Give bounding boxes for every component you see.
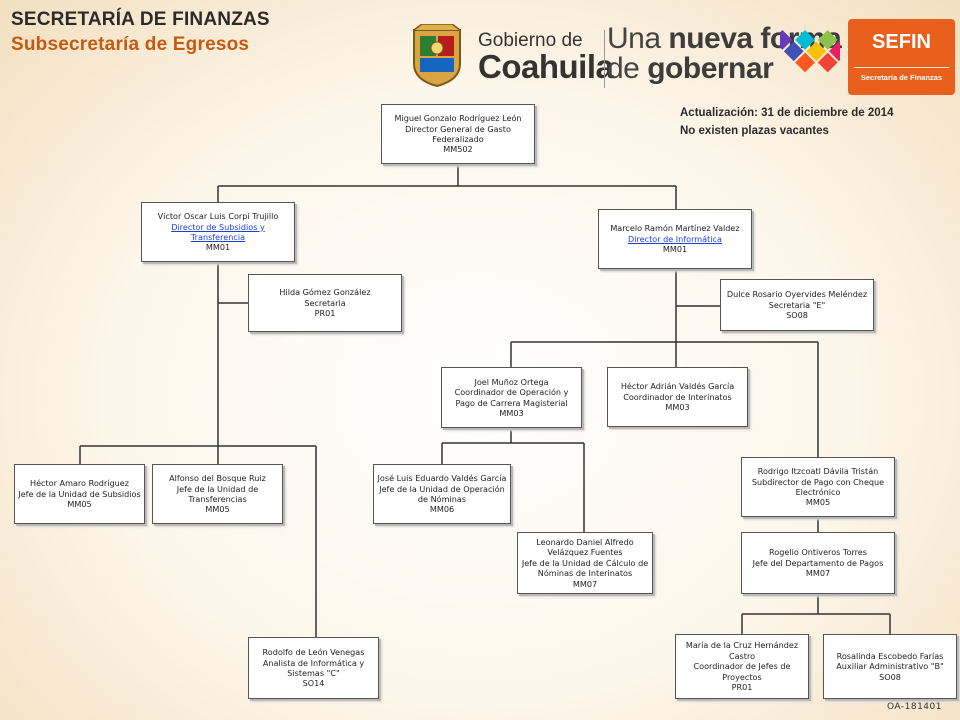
org-node-auxiliar: Rosalinda Escobedo Farías Auxiliar Admin… (823, 634, 957, 699)
node-name: María de la Cruz Hernández Castro (685, 640, 799, 661)
node-name: Rogelio Ontiveros Torres (769, 547, 867, 558)
node-name: Víctor Oscar Luis Corpi Trujillo (157, 211, 279, 222)
sefin-logo-subtitle: Secretaría de Finanzas (860, 73, 943, 82)
node-name: Rodolfo de León Venegas (262, 647, 365, 658)
node-name: Rodrigo Itzcoatl Dávila Tristán (757, 466, 879, 477)
node-title: Jefe de la Unidad de Transferencias (176, 483, 259, 504)
page-subtitle: Subsecretaría de Egresos (11, 34, 250, 55)
node-title: Jefe del Departamento de Pagos (752, 557, 884, 568)
update-date: Actualización: 31 de diciembre de 2014 (680, 107, 894, 119)
node-code: MM06 (429, 504, 455, 515)
org-node-jefe-subsidios: Héctor Amaro Rodríguez Jefe de la Unidad… (14, 464, 145, 524)
node-code: MM07 (572, 578, 598, 589)
vacancy-note: No existen plazas vacantes (680, 125, 829, 137)
sefin-logo-title: SEFIN (872, 31, 931, 53)
node-title: Jefe de la Unidad de Cálculo de Nóminas … (521, 557, 649, 579)
node-name: Dulce Rosario Oyervides Meléndez (726, 289, 868, 300)
node-name: Miguel Gonzalo Rodríguez León (394, 113, 522, 124)
sefin-logo-divider (854, 67, 949, 68)
org-node-jefe-pagos: Rogelio Ontiveros Torres Jefe del Depart… (741, 532, 895, 594)
node-code: MM502 (443, 144, 473, 155)
update-note: Actualización: 31 de diciembre de 2014 N… (680, 104, 893, 140)
org-node-coord-operacion: Joel Muñoz Ortega Coordinador de Operaci… (441, 367, 582, 428)
node-code: MM05 (805, 497, 831, 508)
org-node-jefe-calculo: Leonardo Daniel Alfredo Velázquez Fuente… (517, 532, 653, 594)
org-node-director-informatica: Marcelo Ramón Martínez Valdez Director d… (598, 209, 752, 269)
node-title: Analista de Informática y Sistemas "C" (262, 657, 365, 678)
org-node-secretaria-dulce: Dulce Rosario Oyervides Meléndez Secreta… (720, 279, 874, 331)
node-name: Rosalinda Escobedo Farías (836, 650, 944, 661)
org-node-jefe-transferencias: Alfonso del Bosque Ruiz Jefe de la Unida… (152, 464, 283, 524)
node-title: Subdirector de Pago con Cheque Electróni… (751, 476, 885, 497)
node-code: MM01 (662, 244, 688, 255)
node-code: MM01 (205, 242, 231, 253)
node-title: Secretaria (304, 297, 346, 308)
org-node-jefe-nominas: José Luis Eduardo Valdés García Jefe de … (373, 464, 511, 524)
org-node-subdirector-pago: Rodrigo Itzcoatl Dávila Tristán Subdirec… (741, 457, 895, 517)
document-code: OA-181401 (887, 702, 942, 712)
node-name: José Luis Eduardo Valdés García (377, 473, 507, 484)
node-code: MM07 (805, 568, 831, 579)
node-title: Coordinador de Jefes de Proyectos (693, 661, 791, 682)
node-title: Coordinador de Interinatos (623, 391, 732, 402)
node-title: Secretaria "E" (768, 299, 826, 310)
node-code: PR01 (314, 308, 336, 319)
org-node-analista: Rodolfo de León Venegas Analista de Info… (248, 637, 379, 699)
node-title: Jefe de la Unidad de Operación de Nómina… (379, 483, 505, 504)
node-name: Marcelo Ramón Martínez Valdez (610, 223, 740, 234)
node-code: SO08 (786, 310, 808, 321)
node-title: Director General de Gasto Federalizado (405, 123, 511, 144)
logo-divider (604, 30, 605, 88)
sefin-logo: SEFIN Secretaría de Finanzas (848, 19, 955, 95)
gobierno-label: Gobierno de (478, 30, 583, 51)
node-name: Héctor Amaro Rodríguez (29, 478, 130, 489)
coahuila-label: Coahuila (478, 48, 614, 85)
node-code: MM03 (665, 402, 690, 413)
node-title: Coordinador de Operación y Pago de Carre… (454, 387, 569, 408)
node-code: MM05 (205, 504, 230, 515)
colored-squares-logo-icon (780, 30, 840, 73)
org-node-secretaria-hilda: Hilda Gómez González Secretaria PR01 (248, 274, 402, 332)
node-name: Alfonso del Bosque Ruiz (169, 473, 266, 484)
slogan-line-2: de gobernar (607, 52, 774, 85)
node-name: Hilda Gómez González (279, 287, 371, 298)
coahuila-seal-icon (413, 24, 461, 88)
node-code: SO08 (879, 671, 901, 682)
org-node-coord-interinatos: Héctor Adrián Valdés García Coordinador … (607, 367, 748, 427)
node-title-link[interactable]: Director de Subsidios y Transferencia (171, 221, 265, 242)
org-node-director-general: Miguel Gonzalo Rodríguez León Director G… (381, 104, 535, 164)
node-name: Héctor Adrián Valdés García (620, 381, 735, 392)
node-name: Leonardo Daniel Alfredo Velázquez Fuente… (536, 536, 634, 558)
node-name: Joel Muñoz Ortega (474, 376, 549, 387)
node-code: SO14 (302, 678, 325, 689)
node-title: Auxiliar Administrativo "B" (836, 661, 944, 672)
org-node-director-subsidios: Víctor Oscar Luis Corpi Trujillo Directo… (141, 202, 295, 262)
node-title-link[interactable]: Director de Informática (628, 233, 722, 244)
node-code: MM03 (499, 407, 524, 418)
node-title: Jefe de la Unidad de Subsidios (18, 488, 141, 499)
page-title: SECRETARÍA DE FINANZAS (11, 9, 270, 30)
node-code: PR01 (731, 682, 753, 693)
node-code: MM05 (67, 499, 92, 510)
org-node-coord-proyectos: María de la Cruz Hernández Castro Coordi… (675, 634, 809, 699)
